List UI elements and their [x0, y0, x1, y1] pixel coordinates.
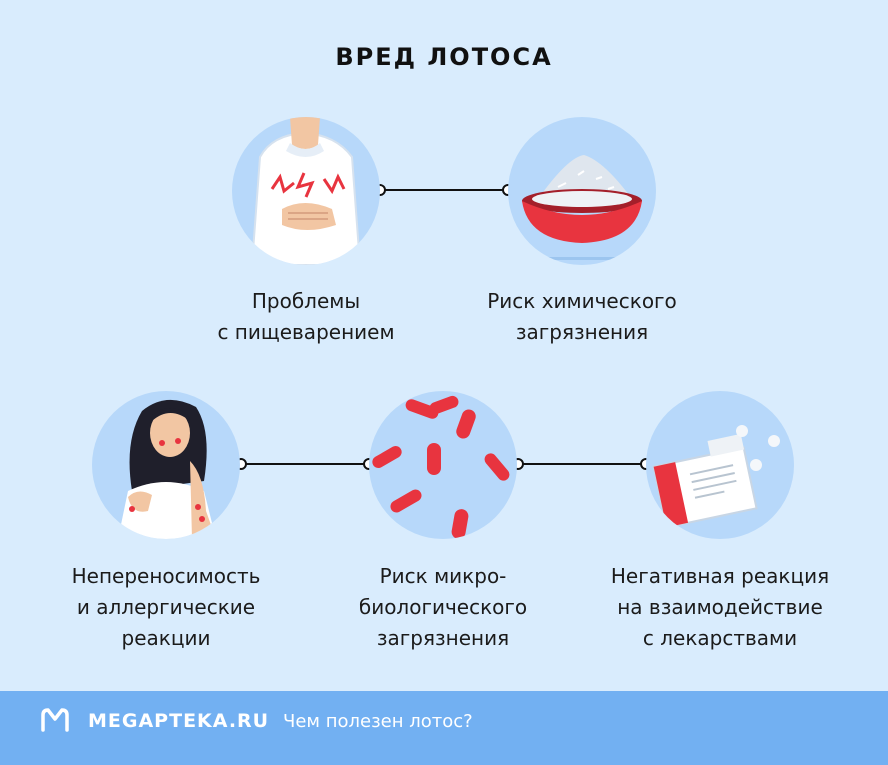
bacteria-icon: [372, 395, 510, 539]
label-line: с лекарствами: [642, 626, 798, 650]
page-title: ВРЕД ЛОТОСА: [335, 43, 553, 71]
medicine-box-icon: [652, 425, 780, 529]
megapteka-logo-icon[interactable]: [40, 707, 70, 733]
microbio-illustration: [369, 391, 517, 539]
label-line: с пищеварением: [217, 320, 395, 344]
label-line: Риск микро-: [379, 564, 507, 588]
brand-name[interactable]: MEGAPTEKA.RU: [88, 710, 270, 732]
label-line: на взаимодействие: [617, 595, 823, 619]
salt-bowl-icon: [518, 155, 646, 260]
label-line: загрязнения: [515, 320, 649, 344]
related-article-link[interactable]: Чем полезен лотос?: [283, 711, 473, 732]
label-chemical: Риск химического загрязнения: [452, 286, 712, 348]
label-digestion: Проблемы с пищеварением: [176, 286, 436, 348]
medicine-illustration: [646, 391, 794, 539]
label-line: Непереносимость: [71, 564, 261, 588]
label-line: биологического: [358, 595, 528, 619]
label-line: и аллергические: [76, 595, 256, 619]
label-line: реакции: [121, 626, 211, 650]
allergy-illustration: [92, 391, 240, 539]
label-microbio: Риск микро- биологического загрязнения: [313, 561, 573, 654]
allergic-woman-icon: [118, 399, 216, 539]
chemical-illustration: [508, 117, 656, 265]
stomach-pain-person-icon: [250, 117, 362, 265]
label-line: Проблемы: [251, 289, 361, 313]
label-allergy: Непереносимость и аллергические реакции: [36, 561, 296, 654]
label-medicine: Негативная реакция на взаимодействие с л…: [590, 561, 850, 654]
label-line: Негативная реакция: [610, 564, 830, 588]
footer-bar: MEGAPTEKA.RU Чем полезен лотос?: [0, 691, 888, 765]
digestion-illustration: [232, 117, 380, 265]
label-line: загрязнения: [376, 626, 510, 650]
label-line: Риск химического: [487, 289, 677, 313]
